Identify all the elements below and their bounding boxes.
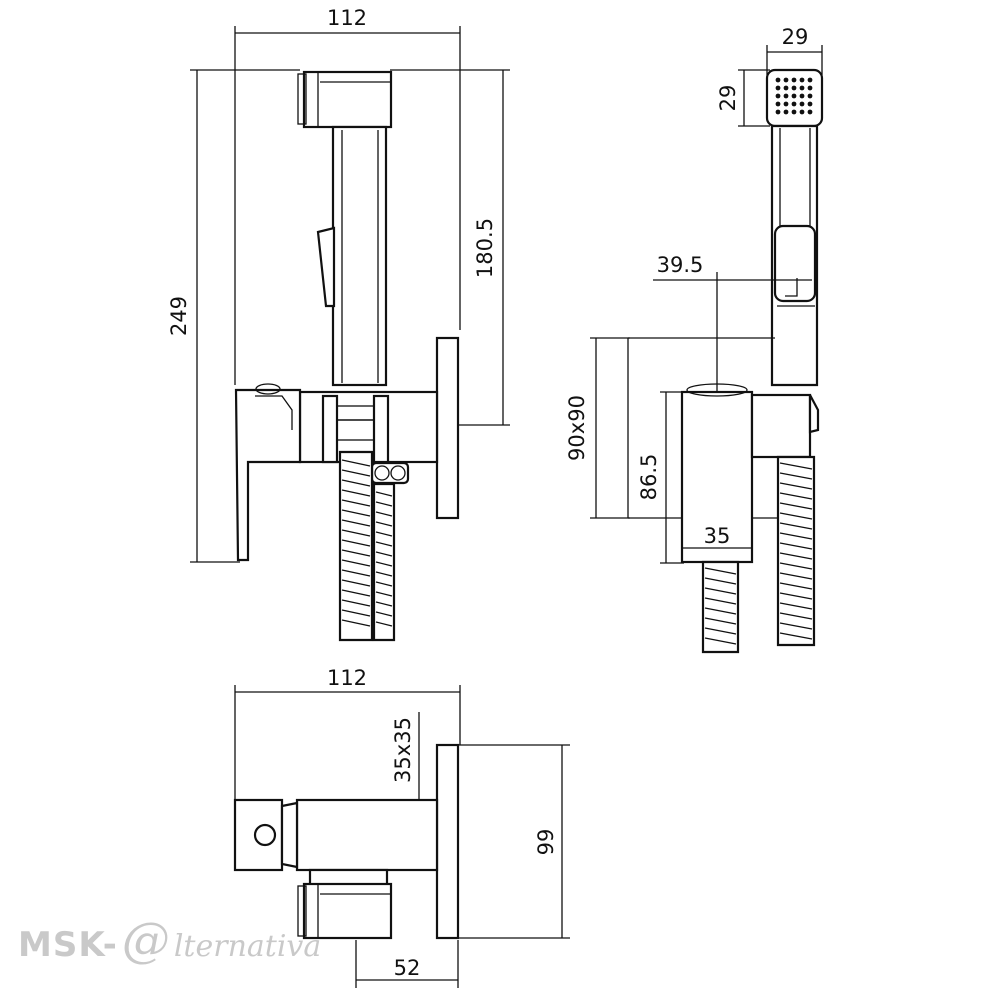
watermark-left: MSK- bbox=[18, 925, 118, 965]
watermark-at: @ bbox=[121, 912, 170, 968]
side-trigger bbox=[773, 224, 817, 303]
front-trigger bbox=[316, 226, 336, 308]
front-swivel-nut bbox=[370, 461, 410, 485]
side-valve-width-label: 35 bbox=[704, 524, 731, 548]
side-plate-label: 90x90 bbox=[565, 395, 589, 461]
side-view: 29 29 39.5 90x90 bbox=[565, 25, 824, 654]
spray-nozzles bbox=[775, 77, 813, 115]
top-wall-plate bbox=[435, 743, 460, 940]
top-depth-label: 52 bbox=[394, 956, 421, 980]
front-lever bbox=[234, 388, 302, 562]
side-head-height-label: 29 bbox=[716, 85, 740, 112]
top-width-label: 112 bbox=[327, 666, 367, 690]
top-view: 112 35x35 99 52 bbox=[233, 666, 570, 988]
front-hose bbox=[338, 450, 396, 642]
top-plate-label: 99 bbox=[534, 829, 558, 856]
front-height-label: 249 bbox=[167, 296, 191, 336]
front-shower-head bbox=[302, 70, 393, 129]
watermark-right: lternativa bbox=[173, 929, 322, 964]
front-width-label: 112 bbox=[327, 6, 367, 30]
front-holder-height-label: 180.5 bbox=[473, 218, 497, 278]
side-hose bbox=[701, 455, 816, 654]
front-view: 112 249 180.5 bbox=[167, 6, 510, 642]
watermark-logo: MSK-@lternativa bbox=[18, 912, 321, 968]
top-body-label: 35x35 bbox=[391, 717, 415, 783]
side-holder bbox=[750, 393, 812, 459]
side-offset-label: 39.5 bbox=[657, 253, 704, 277]
side-head-width-label: 29 bbox=[782, 25, 809, 49]
side-valve-height-label: 86.5 bbox=[637, 454, 661, 501]
top-valve-body bbox=[295, 798, 439, 872]
front-wall-plate bbox=[435, 336, 460, 520]
